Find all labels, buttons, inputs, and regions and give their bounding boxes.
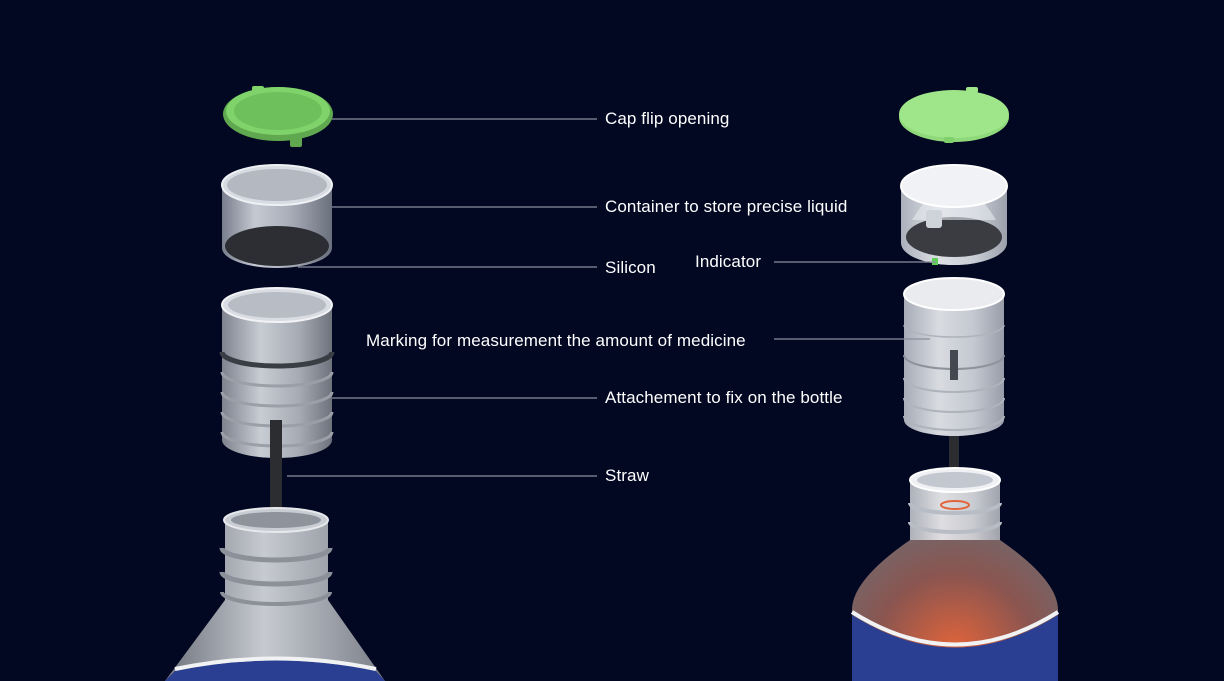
attachment-left <box>219 287 335 458</box>
label-cap-flip-opening: Cap flip opening <box>605 109 730 128</box>
label-silicon: Silicon <box>605 258 656 277</box>
straw-right <box>949 436 959 498</box>
measuring-cup-right <box>903 277 1005 436</box>
container-right <box>900 164 1008 265</box>
label-container: Container to store precise liquid <box>605 197 848 216</box>
bottle-right <box>850 467 1060 681</box>
leader-lines-right <box>774 261 936 340</box>
leader-lines-left <box>287 118 597 477</box>
container-left <box>221 164 333 268</box>
straw-left <box>270 420 282 512</box>
cap-flip-left <box>223 86 333 147</box>
cap-flip-right <box>899 87 1009 143</box>
bottle-left <box>165 507 385 681</box>
label-indicator: Indicator <box>695 252 762 271</box>
label-attachment: Attachement to fix on the bottle <box>605 388 843 407</box>
label-straw: Straw <box>605 466 649 485</box>
label-marking: Marking for measurement the amount of me… <box>366 331 746 350</box>
